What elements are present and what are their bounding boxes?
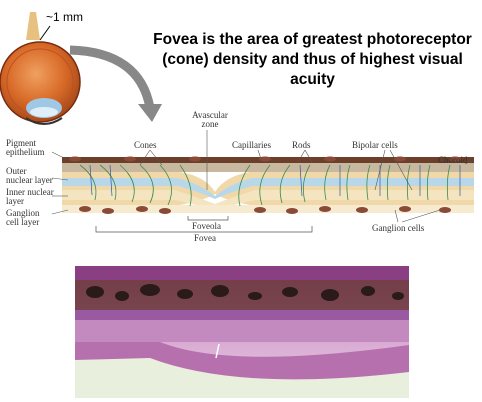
label-ganglion-cell-layer: Ganglion cell layer	[6, 209, 54, 227]
label-ganglion-cells: Ganglion cells	[372, 224, 424, 233]
foveola-bracket	[188, 216, 228, 220]
curved-arrow-head	[138, 104, 162, 122]
label-choroid: Choroid	[438, 156, 468, 165]
label-bipolar-cells: Bipolar cells	[352, 141, 398, 150]
eyeball-illustration	[0, 12, 80, 124]
curved-arrow	[70, 50, 150, 108]
label-outer-nuclear-layer: Outer nuclear layer	[6, 167, 54, 185]
scale-pointer-arrow	[40, 26, 50, 40]
slide-title: Fovea is the area of greatest photorecep…	[150, 30, 475, 90]
label-inner-nuclear-layer: Inner nuclear layer	[6, 188, 54, 206]
label-fovea: Fovea	[194, 234, 216, 243]
label-foveola: Foveola	[192, 222, 221, 231]
histology-micrograph	[75, 266, 409, 398]
label-pigment-epithelium: Pigment epithelium	[6, 139, 54, 157]
label-cones: Cones	[134, 141, 157, 150]
optic-nerve	[26, 12, 40, 40]
scale-label: ~1 mm	[46, 10, 83, 24]
label-avascular-zone: Avascular zone	[190, 111, 230, 129]
label-rods: Rods	[292, 141, 311, 150]
label-capillaries: Capillaries	[232, 141, 271, 150]
